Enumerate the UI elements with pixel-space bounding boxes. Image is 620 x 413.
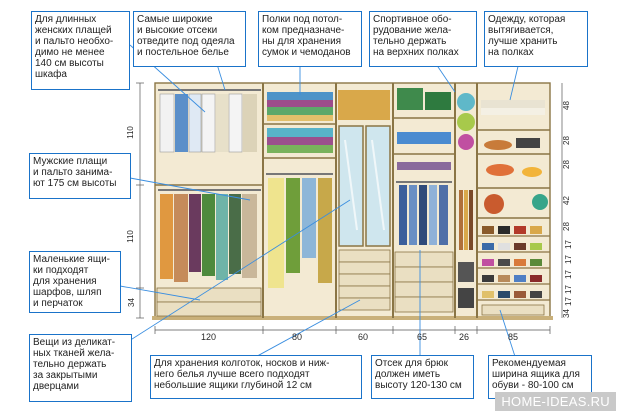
height-label: 110 [125, 126, 135, 139]
note-wide-high: Самые широкие и высокие отсеки отведите … [133, 11, 246, 67]
height-label: 34 [126, 298, 136, 307]
note-shoe-drawer: Рекомендуемая ширина ящика для обуви - 8… [488, 355, 592, 399]
section-bedding [263, 92, 336, 288]
watermark: HOME-IDEAS.RU [495, 392, 616, 411]
note-delicate: Вещи из деликат- ных тканей жела- тельно… [29, 334, 132, 402]
section-trousers [393, 88, 455, 313]
width-label: 80 [292, 332, 303, 342]
floor-plinth [152, 316, 553, 320]
height-label: 28 [561, 222, 571, 231]
note-mens-coats: Мужские плащи и пальто занима- ют 175 см… [29, 153, 131, 199]
width-label: 26 [459, 332, 470, 342]
height-label: 34 [561, 309, 571, 318]
height-label: 17 [563, 270, 573, 279]
height-label: 110 [125, 230, 135, 243]
height-label: 42 [561, 196, 571, 205]
height-label: 17 [563, 297, 573, 306]
section-coats [155, 89, 263, 317]
height-label: 48 [561, 101, 571, 110]
height-label: 28 [561, 160, 571, 169]
height-label: 28 [561, 136, 571, 145]
height-label: 17 [563, 285, 573, 294]
note-trousers: Отсек для брюк должен иметь высоту 120-1… [371, 355, 474, 399]
note-small-drawers: Маленькие ящи- ки подходят для хранения … [29, 251, 121, 313]
note-sport: Спортивное обо- рудование жела- тельно д… [369, 11, 477, 67]
note-stretch: Одежду, которая вытягивается, лучше хран… [484, 11, 588, 67]
height-label: 17 [563, 240, 573, 249]
width-label: 85 [508, 332, 519, 342]
width-label: 120 [201, 332, 217, 342]
width-label: 60 [358, 332, 369, 342]
height-label: 17 [563, 255, 573, 264]
note-ceiling-shelves: Полки под потол- ком предназначе- ны для… [258, 11, 362, 67]
width-label: 65 [417, 332, 428, 342]
section-shelves [477, 100, 550, 316]
section-narrow [457, 93, 475, 308]
note-tights: Для хранения колготок, носков и ниж- нег… [150, 355, 362, 399]
section-glass-cabinet [338, 90, 391, 311]
note-long-coats: Для длинных женских плащей и пальто необ… [31, 11, 130, 90]
dimension-lines [136, 82, 563, 334]
